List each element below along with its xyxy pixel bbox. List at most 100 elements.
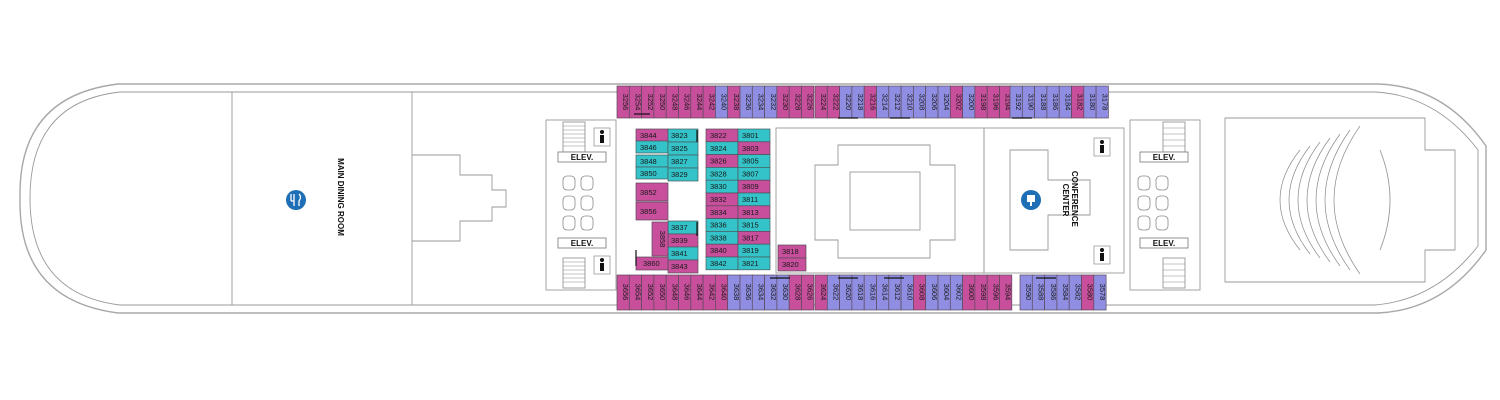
cabin-number: 3242: [707, 94, 716, 111]
elevator-label: ELEV.: [1153, 153, 1175, 162]
cabin-number: 3220: [844, 94, 853, 111]
cabin-number: 3612: [893, 284, 902, 301]
cabin[interactable]: [777, 257, 807, 272]
cabin-number: 3586: [1049, 284, 1058, 301]
cabin-number: 3813: [742, 208, 759, 217]
cabin-number: 3194: [1004, 94, 1013, 111]
cabin-number: 3630: [781, 284, 790, 301]
cabin-number: 3640: [720, 284, 729, 301]
cabin-number: 3210: [905, 94, 914, 111]
cabin-number: 3811: [742, 195, 758, 204]
cabin-number: 3600: [967, 284, 976, 301]
cabin-number: 3858: [658, 231, 667, 248]
cabin-number: 3214: [881, 94, 890, 111]
restroom-icon: [1093, 137, 1111, 157]
cabin[interactable]: [737, 256, 771, 271]
cabin-number: 3837: [671, 223, 688, 232]
cabin-number: 3822: [710, 131, 727, 140]
cabin-number: 3250: [658, 94, 667, 111]
conference-label: CONFERENCE CENTER: [1061, 171, 1079, 229]
cabin-number: 3815: [742, 221, 759, 230]
cabin-number: 3824: [710, 144, 727, 153]
cabin-number: 3228: [793, 94, 802, 111]
cabin-number: 3196: [991, 94, 1000, 111]
cabin-number: 3834: [710, 208, 727, 217]
cabin-number: 3224: [819, 94, 828, 111]
cabin-number: 3636: [744, 284, 753, 301]
cabin-number: 3184: [1063, 94, 1072, 111]
cabin-number: 3620: [844, 284, 853, 301]
cabin-number: 3843: [671, 262, 688, 271]
cabin-number: 3216: [868, 94, 877, 111]
cabin-number: 3618: [856, 284, 865, 301]
cabin-number: 3840: [710, 246, 727, 255]
cabin[interactable]: [651, 221, 669, 257]
cabin-number: 3638: [732, 284, 741, 301]
cabin-number: 3848: [640, 157, 657, 166]
cabin[interactable]: [635, 182, 669, 202]
cabin-number: 3844: [640, 131, 657, 140]
cabin-number: 3230: [781, 94, 790, 111]
elevator-bank: [1137, 175, 1169, 231]
cabin[interactable]: [635, 201, 669, 221]
cabin-number: 3588: [1036, 284, 1045, 301]
cabin-number: 3626: [806, 284, 815, 301]
cabin-number: 3222: [831, 94, 840, 111]
elevator-bank: [562, 175, 594, 231]
cabin[interactable]: [801, 85, 815, 119]
cabin-number: 3578: [1098, 284, 1107, 301]
cabin-number: 3644: [695, 284, 704, 301]
cabin-number: 3828: [710, 169, 727, 178]
cabin-number: 3240: [720, 94, 729, 111]
hull-inner-line: [29, 91, 1479, 306]
cabin[interactable]: [999, 274, 1013, 311]
cabin-number: 3186: [1051, 94, 1060, 111]
aft-core: ELEV. ELEV.: [545, 119, 617, 291]
cabin-number: 3821: [742, 259, 759, 268]
forward-core: ELEV. ELEV.: [1129, 119, 1201, 291]
cabin-number: 3598: [979, 284, 988, 301]
cabin-number: 3825: [671, 144, 688, 153]
main-dining-room[interactable]: MAIN DINING ROOM: [231, 92, 507, 305]
conference-center[interactable]: CONFERENCE CENTER: [983, 127, 1125, 274]
cabin-number: 3610: [905, 284, 914, 301]
cabin-number: 3202: [954, 94, 963, 111]
cabin-number: 3820: [782, 260, 799, 269]
cabin-number: 3852: [640, 188, 657, 197]
cabin-number: 3180: [1088, 94, 1097, 111]
cabin-number: 3596: [991, 284, 1000, 301]
theater-seating[interactable]: [1224, 117, 1456, 283]
cabin-number: 3236: [744, 94, 753, 111]
cabin-number: 3860: [643, 259, 660, 268]
cabin-number: 3648: [670, 284, 679, 301]
cabin-number: 3238: [732, 94, 741, 111]
cabin-number: 3823: [671, 131, 688, 140]
cabin[interactable]: [801, 274, 815, 311]
cabin[interactable]: [1095, 85, 1109, 119]
restroom-icon: [593, 127, 611, 147]
cabin-number: 3178: [1100, 94, 1109, 111]
cabin-number: 3616: [868, 284, 877, 301]
cabin-number: 3206: [930, 94, 939, 111]
cabin-number: 3856: [640, 207, 657, 216]
cabin-number: 3803: [742, 144, 759, 153]
cabin-number: 3594: [1004, 284, 1013, 301]
cabin[interactable]: [1093, 274, 1107, 311]
cabin-number: 3839: [671, 236, 688, 245]
conference-icon: [1021, 190, 1041, 210]
elevator-label: ELEV.: [1153, 239, 1175, 248]
cabin-number: 3244: [695, 94, 704, 111]
cabin-number: 3805: [742, 157, 759, 166]
cabin[interactable]: [667, 167, 699, 182]
restroom-icon: [593, 255, 611, 275]
cabin-number: 3590: [1024, 284, 1033, 301]
cabin-number: 3646: [683, 284, 692, 301]
cabin-number: 3826: [710, 157, 727, 166]
cabin-number: 3208: [918, 94, 927, 111]
cabin-number: 3642: [707, 284, 716, 301]
elevator-label: ELEV.: [571, 239, 593, 248]
cabin-number: 3652: [646, 284, 655, 301]
restroom-icon: [1093, 245, 1111, 265]
cabin-number: 3841: [671, 249, 688, 258]
